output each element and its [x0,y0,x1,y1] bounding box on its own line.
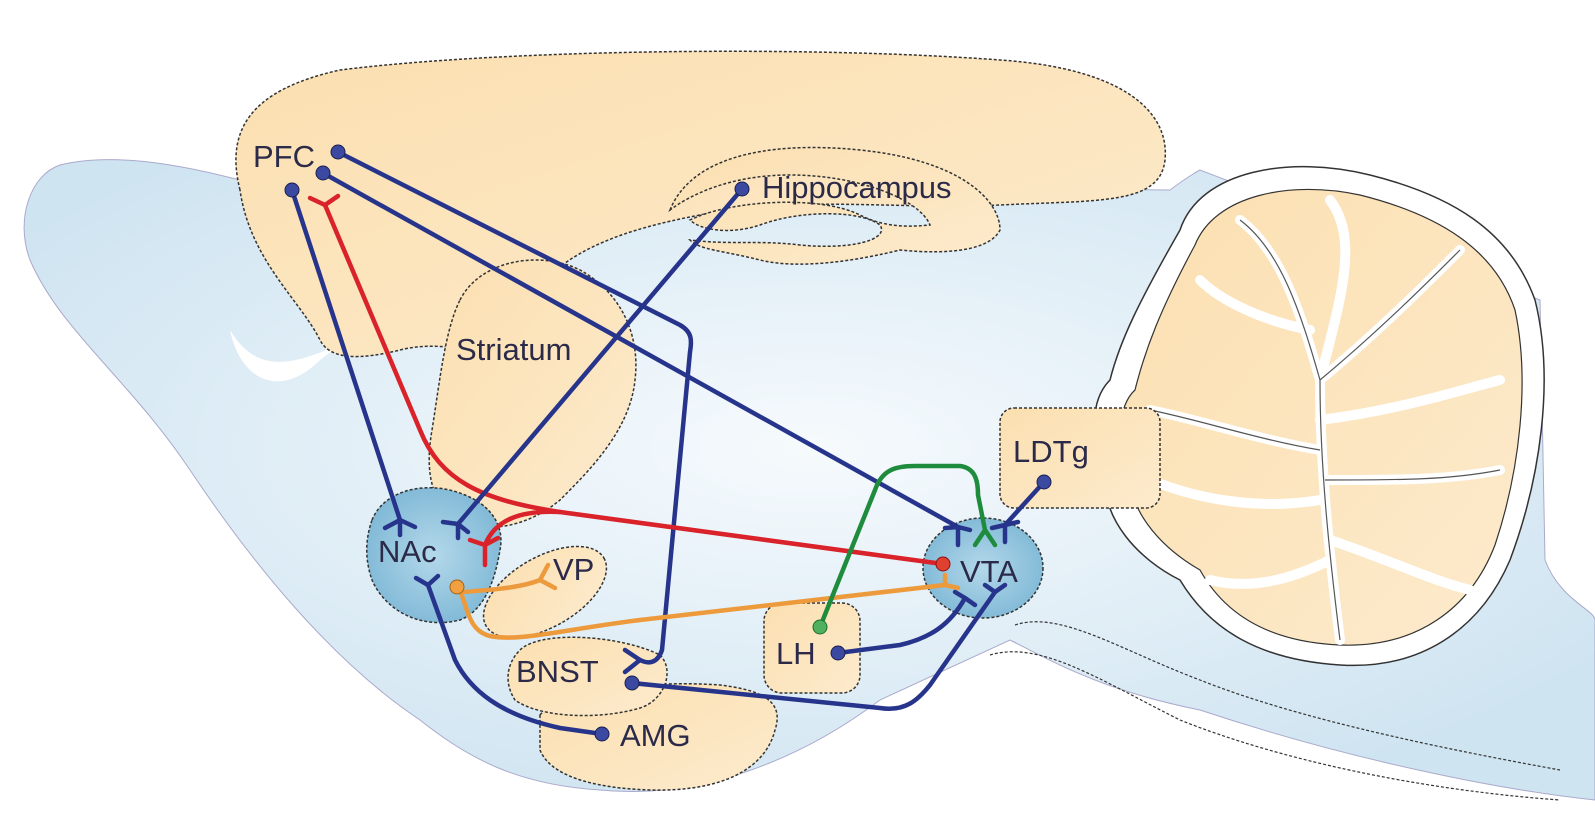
hippocampus-region [668,146,1001,265]
synaptic-terminals [307,193,1021,675]
bnst-region [507,636,668,717]
vp-region [482,545,608,639]
pathway-lh-vta-green [817,463,988,630]
terminal-icon [413,573,441,588]
pathway-vta-pfc [322,202,946,567]
terminal-icon [982,582,1008,595]
terminal-icon [440,519,471,541]
brainstem-contour [1014,621,1561,771]
pathway-pfc-vta [320,170,961,530]
terminal-icon [537,562,558,591]
label-amg: AMG [620,718,691,753]
neuron-lh-green [812,619,828,635]
terminal-icon [307,193,341,208]
neuron-nac-orange [449,579,465,595]
label-lh: LH [776,636,816,671]
label-bnst: BNST [516,654,599,689]
terminal-icon [989,519,1021,545]
neuron-bnst [624,675,640,691]
neuron-pfc-3 [284,182,300,198]
label-ldtg: LDTg [1013,434,1089,469]
label-vp: VP [553,552,594,587]
neuron-pfc-2 [315,165,331,181]
cerebellum-fissure-lines [1149,219,1501,641]
terminal-icon [622,647,643,675]
neuron-ldtg [1036,474,1052,490]
terminal-icon [942,572,961,591]
pathway-lh-vta-blue [835,595,968,656]
pathway-hippocampus-nac [455,186,745,527]
terminal-icon [942,524,973,548]
cell-bodies [284,144,1052,742]
label-vta: VTA [960,554,1018,589]
neuron-vta-red [935,556,951,572]
pathway-pfc-nac [289,187,403,523]
terminal-icon [952,589,978,608]
pathway-vta-nac [482,509,563,548]
neuron-pfc-1 [330,144,346,160]
label-striatum: Striatum [456,332,571,367]
terminal-icon [467,535,501,568]
striatum-region [428,259,637,528]
pathways [289,149,1047,737]
pathway-bnst-vta [629,589,998,712]
neuron-hippocampus [734,181,750,197]
cortex-region [235,50,1167,358]
pathway-ldtg-vta [1002,479,1047,528]
pathway-amg-nac [425,582,605,737]
neuron-lh-blue [830,645,846,661]
pathway-nac-vp [460,577,543,595]
label-pfc: PFC [253,139,315,174]
terminal-icon [382,517,418,538]
label-nac: NAc [378,534,437,569]
pathway-pfc-bnst [335,149,694,665]
label-hippocampus: Hippocampus [762,170,952,205]
neuron-amg [594,726,610,742]
terminal-icon [972,527,998,548]
pathway-nac-vta [454,582,948,640]
